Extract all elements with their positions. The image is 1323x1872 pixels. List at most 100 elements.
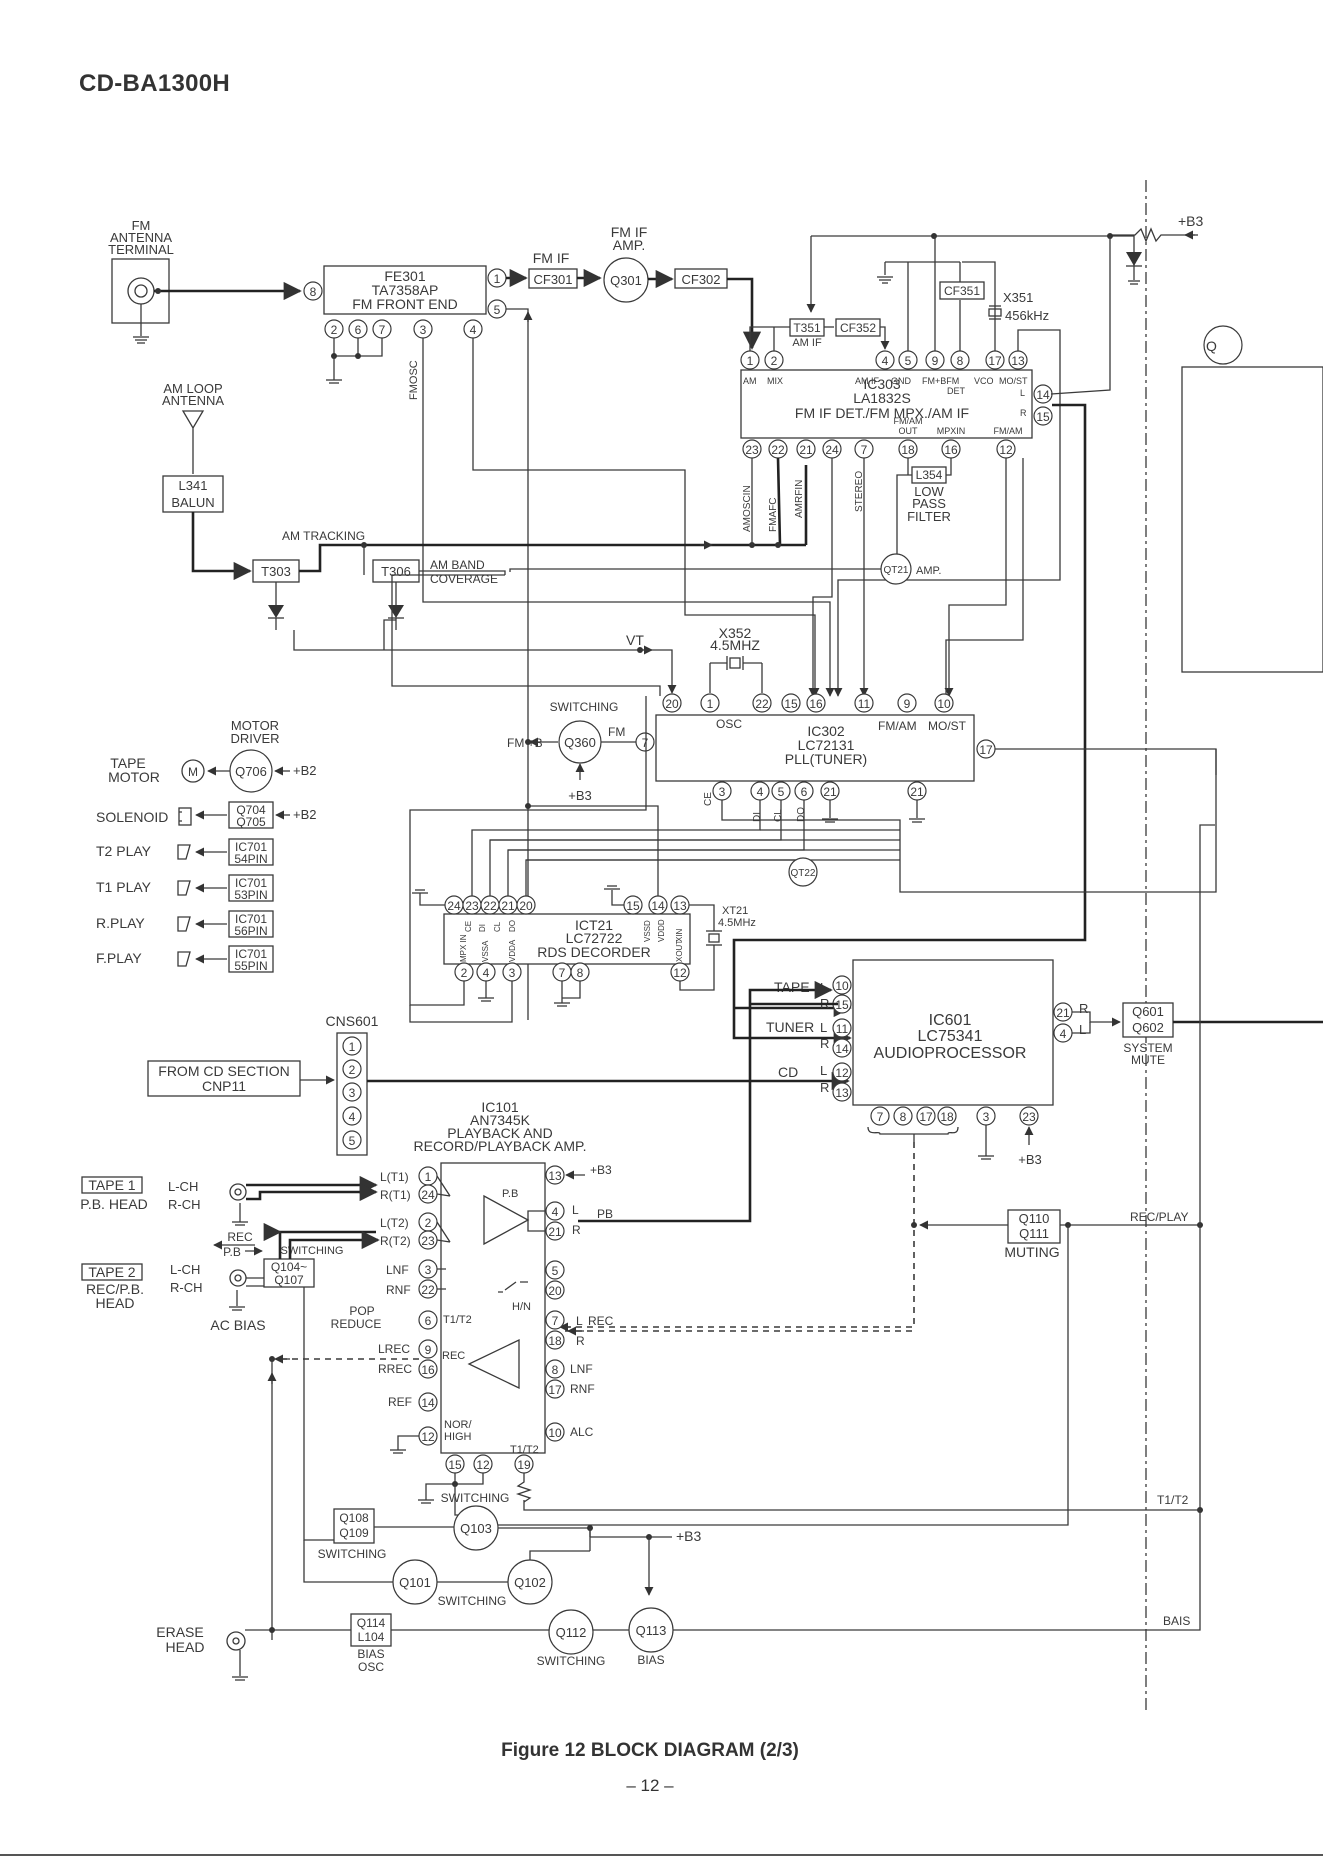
- label-ic601-pins_bottom-2: 17: [919, 1110, 933, 1124]
- signal-wire: [611, 890, 624, 906]
- label-ic101-left_pins-4-lab: LNF: [386, 1263, 409, 1277]
- label-ic302-x352-1: 4.5MHZ: [710, 637, 760, 653]
- fm-antenna-label-1: FM: [132, 218, 151, 233]
- label-heads-tape2-1: REC/P.B.: [86, 1281, 144, 1297]
- figure-caption: Figure 12 BLOCK DIAGRAM (2/3): [501, 1740, 799, 1761]
- signal-wire: [934, 236, 961, 351]
- pin-circle: [545, 1260, 565, 1280]
- label-ict21-inner-6: XIN: [675, 928, 684, 942]
- fm-antenna-label-2: ANTENNA: [110, 230, 172, 245]
- label-am_tuning-tracking: AM TRACKING: [282, 529, 365, 543]
- label-ic303-pins_top-4: 9: [932, 354, 939, 368]
- label-ic601-pins_bottom-1: 8: [900, 1110, 907, 1124]
- label-ict21-pins_bottom-0: 2: [461, 966, 468, 980]
- label-transistors-sw: SWITCHING: [441, 1491, 510, 1505]
- q112-transistor: [548, 1609, 594, 1655]
- label-antenna-balun-0: L341: [179, 478, 208, 493]
- label-controls-1-label: T2 PLAY: [96, 843, 152, 859]
- label-ict21-pins_top-4: 20: [519, 899, 533, 913]
- pin-circle: [806, 693, 826, 713]
- junction-dot: [234, 1188, 242, 1196]
- label-ic101-left_pins-3-pin: 23: [421, 1234, 435, 1248]
- label-ic101-right_pins-6: 18: [548, 1334, 562, 1348]
- pin-circle: [916, 1106, 936, 1126]
- pin-circle: [418, 1392, 438, 1412]
- label-ic302-pins_bottom-1: 4: [757, 785, 764, 799]
- label-heads-tape1-1: P.B. HEAD: [80, 1196, 147, 1212]
- label-ic303-pins_bottom-6: 16: [944, 443, 958, 457]
- label-ict21-pins_top-7: 13: [673, 899, 687, 913]
- label-supply-b3: +B3: [676, 1528, 702, 1544]
- label-ic302-pins_bottom-5: 21: [910, 785, 924, 799]
- label-ic303-lines-0: IC303: [863, 376, 901, 392]
- label-ic601-inputs-0-l: 10: [835, 979, 849, 993]
- junction-dot: [931, 233, 937, 239]
- label-ic303-vert_labels-0: AMOSCIN: [742, 485, 753, 532]
- signal-wire: [578, 990, 838, 1223]
- label-controls-4-label: F.PLAY: [96, 950, 142, 966]
- label-ic601-pins_out-1: 4: [1060, 1027, 1067, 1041]
- pin-circle: [342, 1082, 362, 1102]
- label-ict21-pins_top-1: 23: [465, 899, 479, 913]
- label-switching-q360: Q360: [564, 735, 596, 750]
- signal-wire: [527, 1210, 546, 1232]
- label-fe301-pins-p1: 1: [494, 272, 501, 286]
- label-ict21-inner-7: MPX IN: [459, 934, 468, 962]
- junction-dot: [269, 1627, 275, 1633]
- label-ic303-pins_bottom-5: 18: [901, 443, 915, 457]
- label-controls-1-box-1: 54PIN: [234, 852, 267, 866]
- label-ic303-vert_labels-3: STEREO: [854, 471, 865, 512]
- label-ic302-pins_bottom-3: 6: [801, 785, 808, 799]
- label-ic302-lines-1: LC72131: [798, 737, 855, 753]
- label-ic101-right_pins-5: 7: [552, 1314, 559, 1328]
- label-am_tuning-band-0: AM BAND: [430, 558, 485, 572]
- label-mute-q602: Q602: [1132, 1020, 1164, 1035]
- label-ic303-pins_bottom-2: 21: [799, 443, 813, 457]
- label-ic303-top_labels-6: VCO: [974, 376, 994, 386]
- label-ic101-left_pins-9-pin: 14: [421, 1396, 435, 1410]
- junction-dot: [155, 288, 161, 294]
- label-ic101-inner-2: REC: [442, 1350, 465, 1362]
- q104-box: [263, 1258, 315, 1288]
- signal-wire: [498, 1527, 591, 1551]
- signal-wire: [437, 1268, 446, 1290]
- label-motor-header-1: DRIVER: [230, 731, 279, 746]
- signal-wire: [776, 457, 808, 546]
- label-ic302-bottom_vert-0: CE: [703, 792, 714, 806]
- label-ic101-left_pins-0-lab: L(T1): [380, 1170, 409, 1184]
- label-transistors-q114-1: L104: [358, 1630, 385, 1644]
- control-rows: SOLENOID Q704 Q705 +B2 T2 PLAY IC701 54P…: [96, 801, 317, 973]
- label-controls-0-box-1: Q705: [236, 815, 266, 829]
- label-heads-pb: P.B: [223, 1245, 241, 1259]
- label-mute-lines-0: SYSTEM: [1123, 1041, 1172, 1055]
- signal-wire: [1050, 236, 1111, 395]
- signal-wire: [528, 805, 659, 896]
- label-heads-ac_bias: AC BIAS: [210, 1317, 265, 1333]
- ic601-box: [852, 959, 1054, 1106]
- label-switching-fm: FM: [608, 725, 625, 739]
- signal-wire: [419, 893, 445, 906]
- label-transistors-sw: SWITCHING: [537, 1654, 606, 1668]
- junction-dot: [525, 739, 531, 745]
- label-ic302-labels-2: MO/ST: [928, 719, 967, 733]
- label-ic303-pins_bottom-0: 23: [745, 443, 759, 457]
- label-muting-t1t2: T1/T2: [1157, 1493, 1189, 1507]
- label-ic101-left_pins-10-pin: 12: [421, 1430, 435, 1444]
- label-cd_input-pins-1: 2: [349, 1063, 356, 1077]
- label-ic302-pins_top-3: 15: [784, 697, 798, 711]
- label-ic303-pins_right-0: 14: [1036, 388, 1050, 402]
- label-ic101-right_labels-0: +B3: [590, 1163, 612, 1177]
- signal-wire: [246, 1277, 264, 1287]
- am-loop-antenna-icon: [181, 410, 205, 474]
- signal-wire: [419, 570, 506, 575]
- label-ic303-vert_labels-1: FMAFC: [768, 498, 779, 532]
- label-fe301-pins-p5: 5: [494, 303, 501, 317]
- pin-circle: [342, 1036, 362, 1056]
- label-ic101-left_pins-6-pin: 6: [425, 1314, 432, 1328]
- pin-circle: [832, 1018, 852, 1038]
- label-ict21-inner-4: VSSD: [643, 920, 652, 942]
- label-controls-0-label: SOLENOID: [96, 809, 168, 825]
- pin-circle: [796, 439, 816, 459]
- label-am_if-cf351: CF351: [944, 284, 980, 298]
- pin-circle: [545, 1359, 565, 1379]
